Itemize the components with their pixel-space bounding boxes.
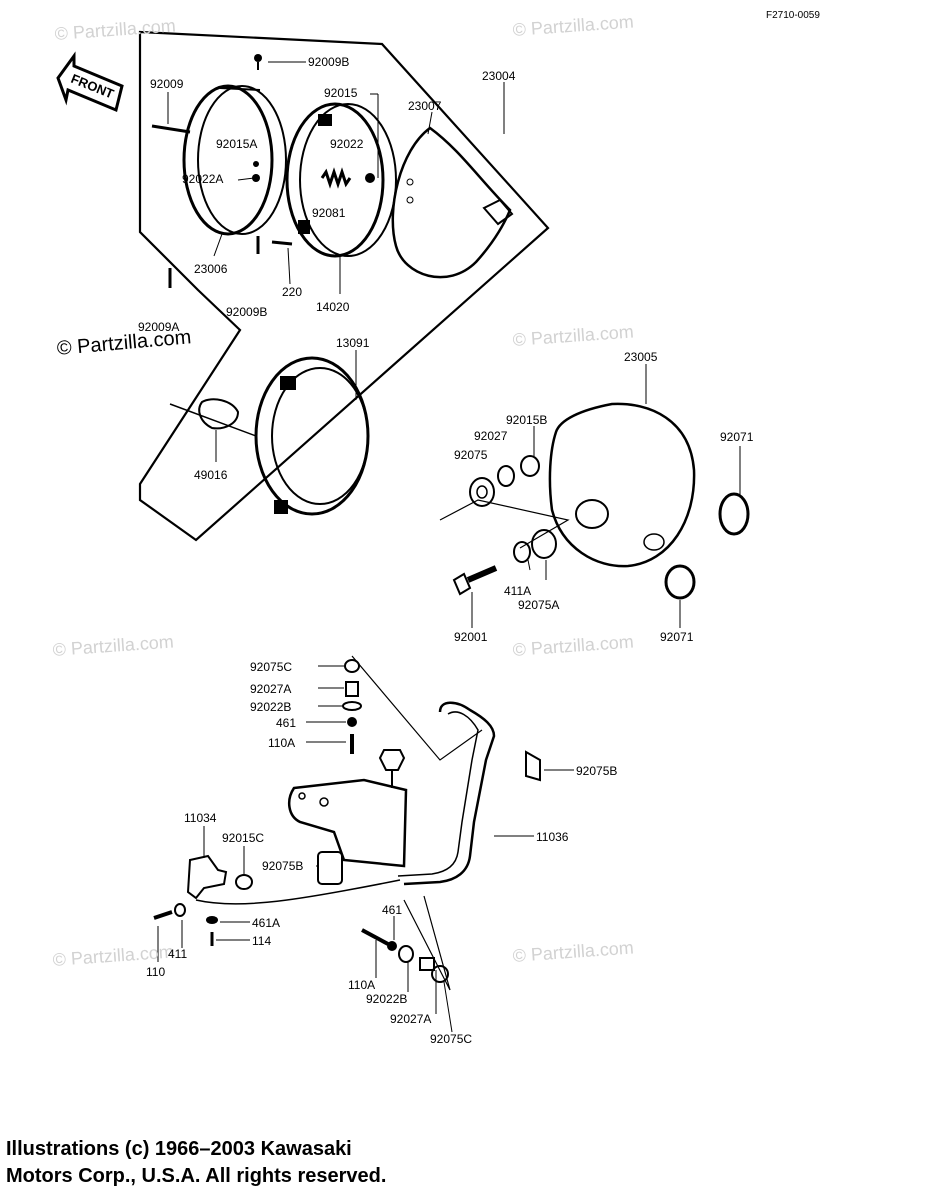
figure-code: F2710-0059 [766,10,820,21]
part-label: 23004 [482,69,516,83]
spring-92081 [320,167,352,189]
part-label: 92071 [660,630,694,644]
part-label: 92071 [720,430,754,444]
part-label: 92081 [312,206,346,220]
ring-14020 [285,102,397,258]
sealed-beam-23007 [391,126,514,279]
part-label: 92009 [150,77,184,91]
part-label: 92075B [262,859,304,873]
leader-lines [157,61,741,1033]
part-label: 92022B [366,992,408,1006]
hardware-stack-lower-left [153,903,218,946]
collar-92015b [520,455,540,477]
assembly-bracket-line [138,30,550,542]
grommet-92071-bottom [664,564,696,600]
lens-rim-13091 [254,356,370,516]
part-label: 23006 [194,262,228,276]
part-label: 92009B [308,55,350,69]
hardware-stack-lower-right [361,928,449,983]
collar-92027 [497,465,515,487]
part-label: 110A [268,736,296,750]
screw-220 [271,240,293,246]
part-label: 14020 [316,300,350,314]
part-label: 92015C [222,831,265,845]
part-label: 461 [382,903,403,917]
part-label: 11034 [184,811,217,825]
copyright-line-1: Illustrations (c) 1966–2003 Kawasaki [6,1138,352,1160]
stay-11034 [186,854,228,900]
part-label: 92001 [454,630,488,644]
part-label: 92075A [518,598,560,612]
front-arrow-icon: FRONT [56,51,124,113]
part-label: 92075C [430,1032,473,1046]
part-label: 92027A [250,682,292,696]
hardware-stack-upper [342,659,362,754]
part-label: 92022A [182,172,224,186]
part-label: 92022 [330,137,364,151]
part-label: 92075C [250,660,293,674]
headlight-housing-23005 [548,402,696,568]
washer-92075 [469,477,495,507]
part-label: 11036 [536,830,569,844]
part-label: 92027 [474,429,508,443]
copyright-line-2: Motors Corp., U.S.A. All rights reserved… [6,1165,387,1187]
pad-49016 [198,398,240,430]
part-label: 92009B [226,305,268,319]
part-label: 92015 [324,86,358,100]
part-label: 92015A [216,137,258,151]
knob-cap [378,749,406,788]
nut-92022 [365,173,375,183]
screw-92009 [151,124,191,134]
part-label: 220 [282,285,303,299]
part-label: 461A [252,916,281,930]
rim-23006 [182,84,287,236]
screw-92009b-top [254,54,262,70]
part-label: 114 [252,934,272,948]
stay-11036 [397,701,541,886]
washer-411a [513,541,531,563]
nut-92022a [252,161,260,182]
bolt-92001 [452,565,498,596]
housing-leader-line [439,499,570,549]
part-label: 23007 [408,99,442,113]
bracket-plate [287,778,408,868]
part-label: 461 [276,716,297,730]
part-label: 92015B [506,413,548,427]
grommet-92075a [531,529,557,559]
grommet-92071-top [718,492,750,536]
hardware-leader-lower [403,895,451,991]
part-label: 13091 [336,336,370,350]
part-label: 92075B [576,764,618,778]
part-label: 110A [348,978,376,992]
part-label: 110 [146,965,166,979]
part-label: 411 [168,947,188,961]
part-label: 49016 [194,468,228,482]
hardware-leader-upper [351,655,483,761]
cushion-92075b [317,851,343,885]
part-label: 92022B [250,700,292,714]
stay-11034-link [195,879,401,905]
collar-92015c [235,874,253,890]
part-label: 92027A [390,1012,432,1026]
part-label: 92075 [454,448,488,462]
bracket-line-13091 [169,403,257,437]
part-label: 92009A [138,320,180,334]
part-label: 23005 [624,350,658,364]
part-label: 411A [504,584,532,598]
